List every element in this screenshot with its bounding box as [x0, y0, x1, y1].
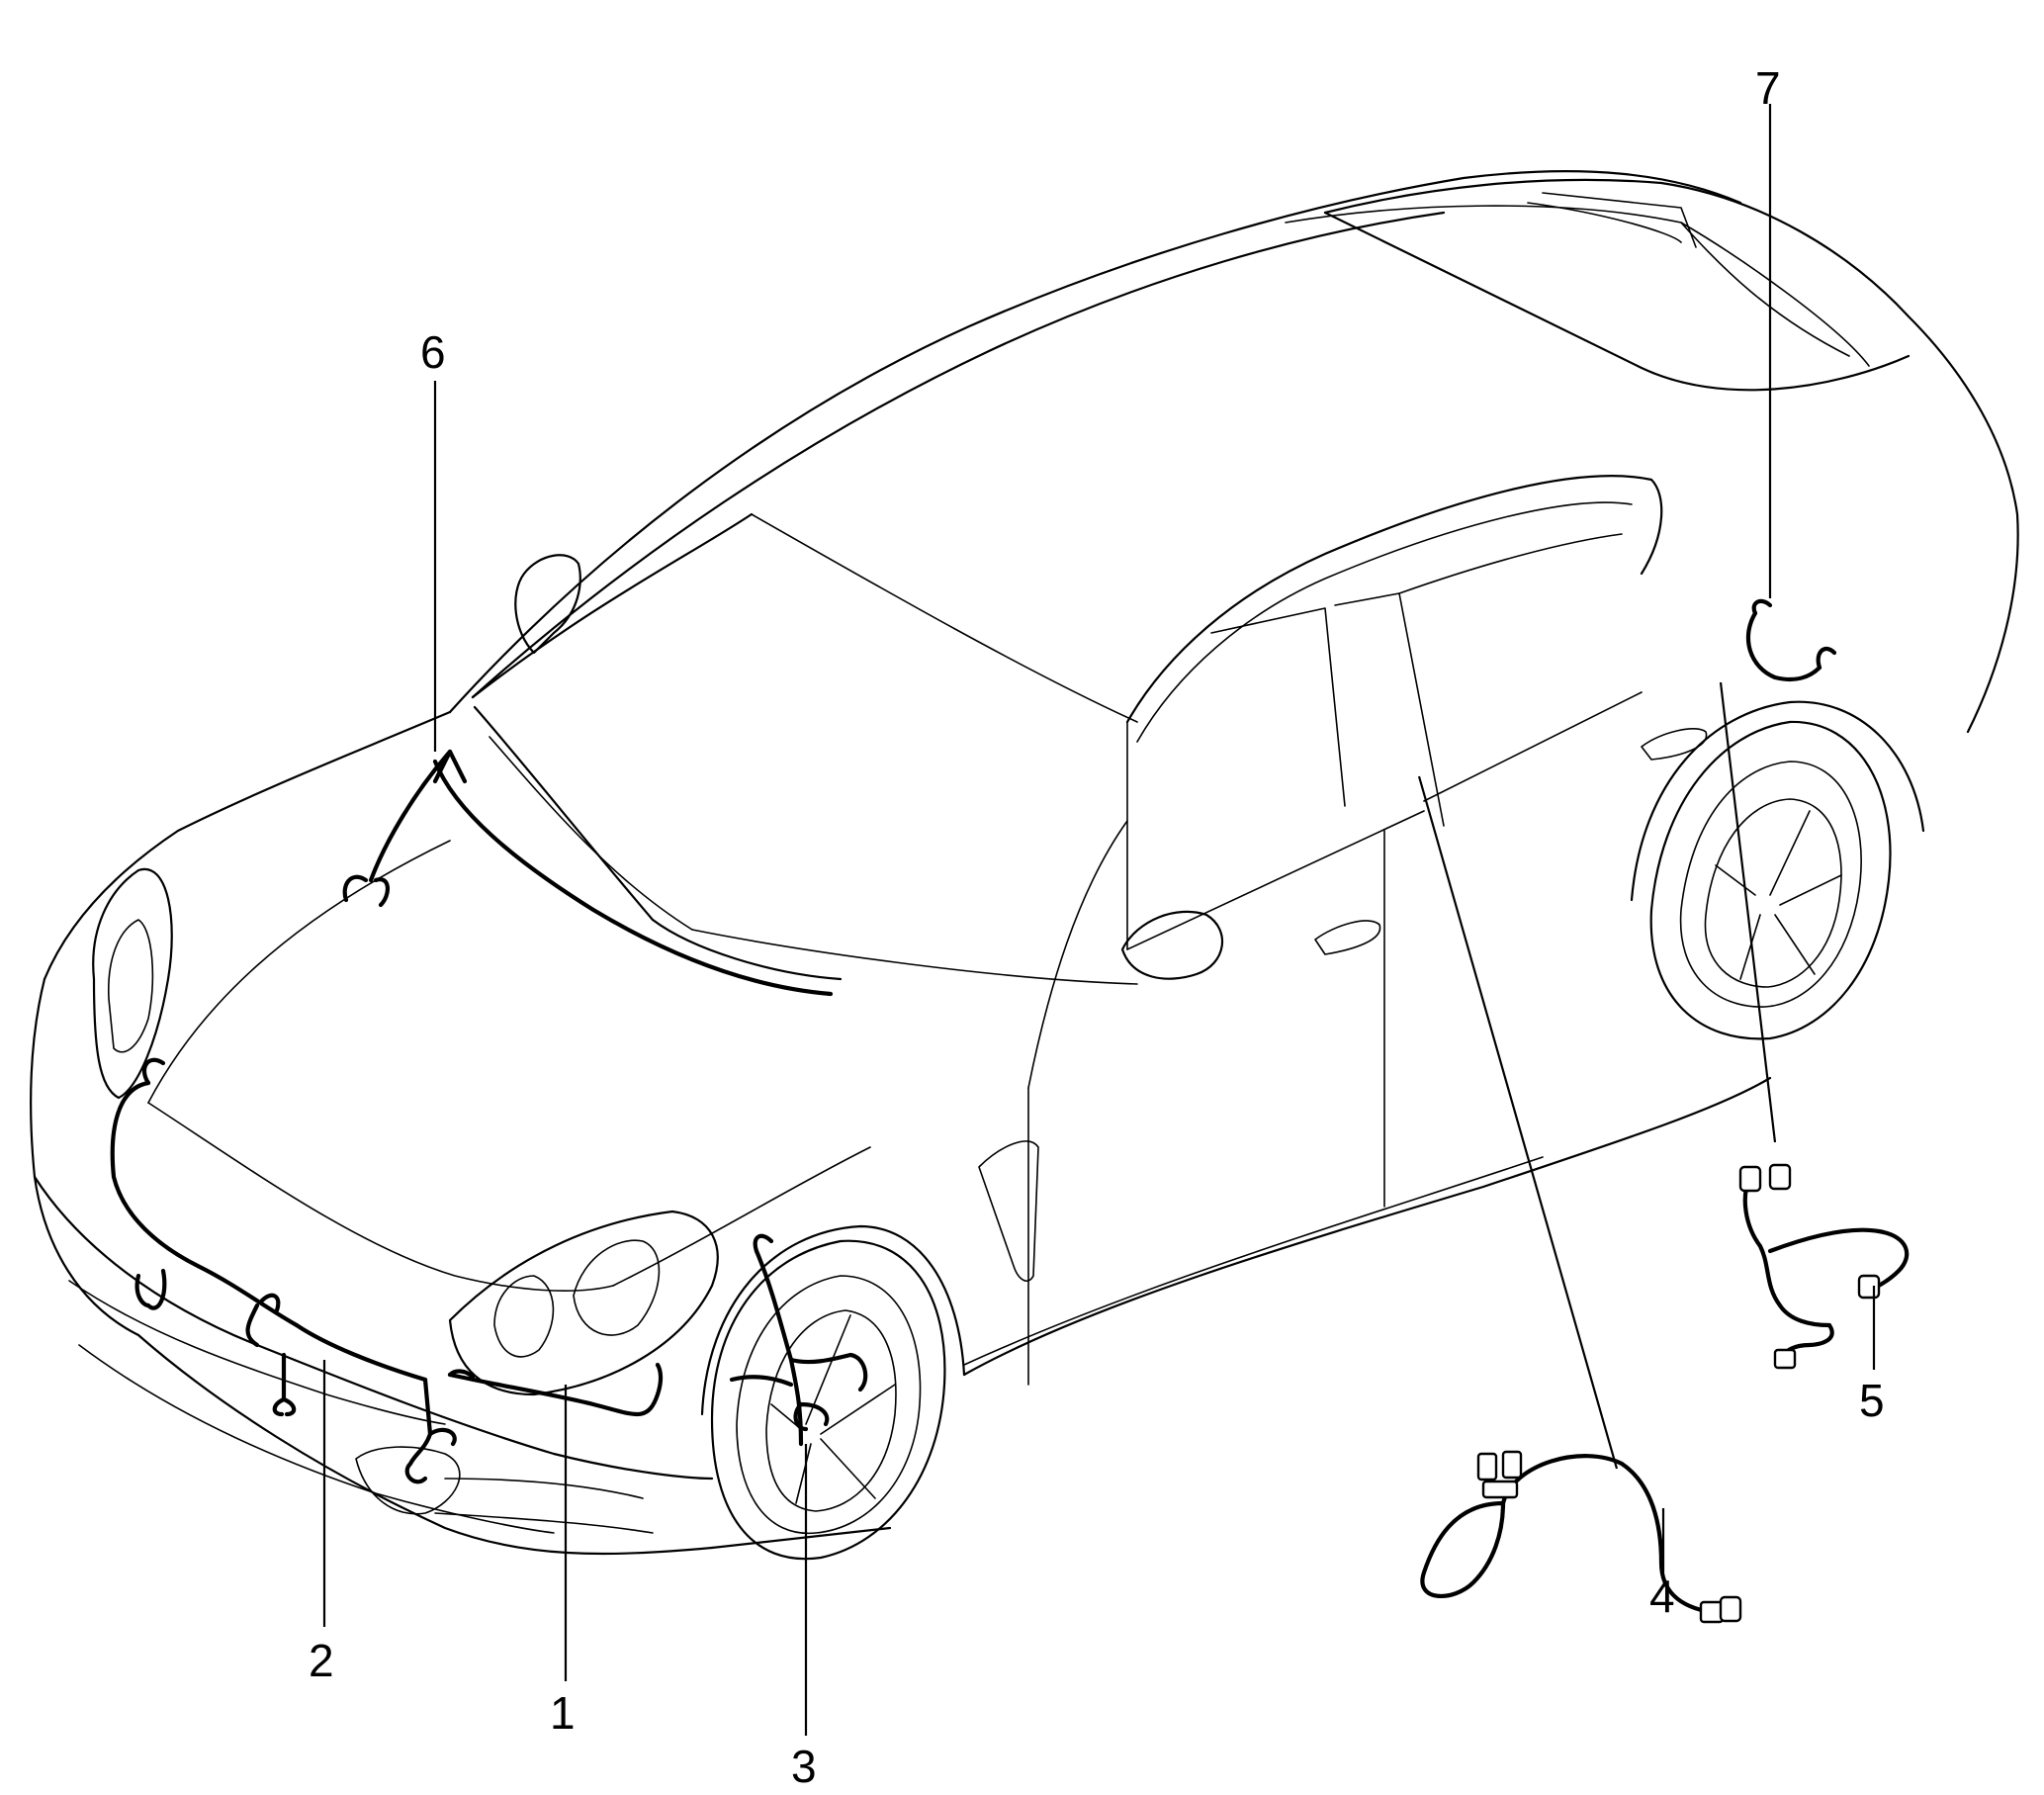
callout-1: 1 [550, 1687, 576, 1739]
harness-front-headlight-1 [447, 1362, 664, 1417]
callout-7: 7 [1755, 62, 1781, 114]
callout-5: 5 [1859, 1375, 1885, 1426]
leader-5-upper [1719, 681, 1777, 1143]
harness-engine-bay [342, 749, 834, 997]
callout-labels: 1 2 3 4 5 6 7 [309, 62, 1885, 1792]
callout-3: 3 [791, 1741, 817, 1792]
callout-leaders [322, 104, 1876, 1736]
harness-wheel-3 [729, 1233, 868, 1447]
leader-4-upper [1417, 775, 1619, 1470]
callout-6: 6 [420, 326, 446, 378]
callout-4: 4 [1649, 1571, 1675, 1622]
harness-rear-7 [1745, 598, 1837, 682]
callout-2: 2 [309, 1635, 334, 1686]
harness-side-5 [1738, 1163, 1910, 1370]
harness-side-4 [1420, 1450, 1742, 1624]
harness-front-bumper [110, 1057, 457, 1484]
car-body-outline [30, 170, 2019, 1561]
